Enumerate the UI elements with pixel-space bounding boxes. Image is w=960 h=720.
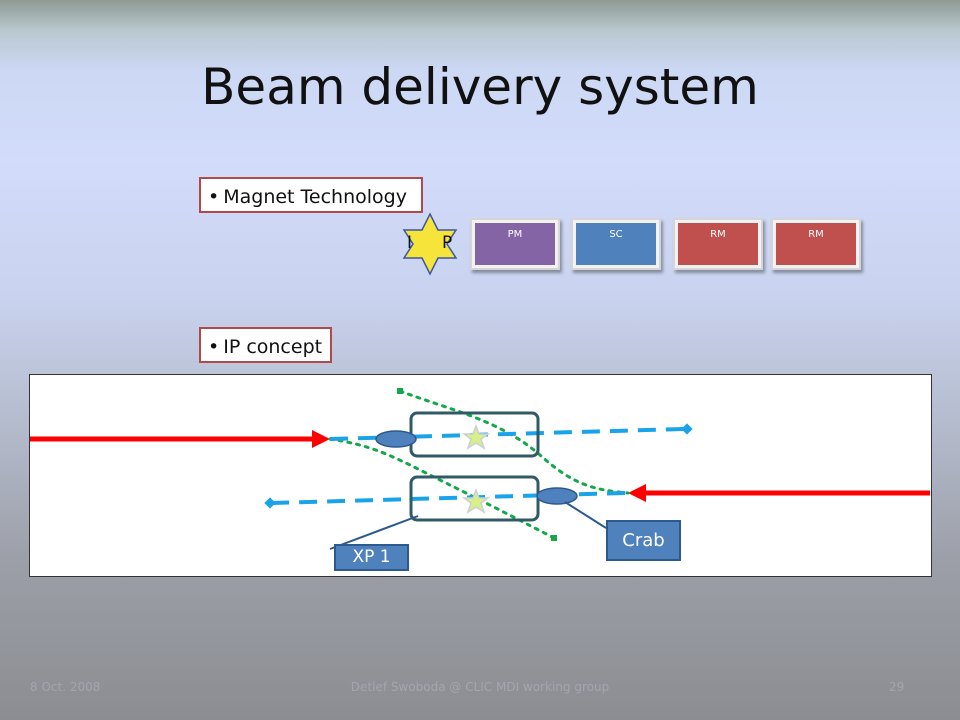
incoming-beam-left-arrowhead (312, 430, 330, 448)
slide-title: Beam delivery system (201, 58, 759, 116)
ip-star-marker: I P (398, 212, 462, 276)
bullet-dot: • (208, 186, 220, 208)
magnet-pm-label: PM (507, 229, 523, 240)
xp-callout-connector (329, 515, 419, 550)
bullet-dot: • (208, 336, 220, 358)
collision-star-upper (461, 423, 491, 450)
magnet-rm-1-label: RM (710, 229, 726, 240)
collision-star-lower (461, 487, 491, 514)
magnet-technology-bullet: •Magnet Technology (199, 177, 423, 213)
magnet-sc: SC (571, 218, 661, 270)
crab-callout-connector (564, 501, 607, 529)
magnet-pm-body: PM (475, 223, 555, 265)
footer-date: 8 Oct. 2008 (30, 680, 101, 694)
crab-label: Crab (606, 520, 681, 561)
crab-cavity-right (536, 487, 578, 505)
magnet-sc-body: SC (576, 223, 656, 265)
magnet-rm-2: RM (771, 218, 861, 270)
xp1-label: XP 1 (334, 544, 409, 571)
ip-concept-bullet: •IP concept (199, 327, 332, 363)
dotted-trajectory-lower (328, 437, 556, 540)
dotted-trajectory-upper-end (397, 388, 403, 394)
magnet-pm: PM (470, 218, 560, 270)
dotted-trajectory-upper (398, 389, 630, 495)
ip-star-icon (402, 212, 458, 276)
magnet-technology-label: Magnet Technology (223, 186, 407, 208)
incoming-beam-right-arrowhead (628, 484, 646, 502)
crab-cavity-left (375, 430, 417, 448)
footer-presenter: Detlef Swoboda @ CLIC MDI working group (350, 680, 610, 694)
magnet-rm-2-label: RM (808, 229, 824, 240)
ip-concept-label: IP concept (223, 336, 323, 358)
magnet-rm-1-body: RM (678, 223, 758, 265)
ip-letter-p: P (442, 233, 453, 253)
magnet-sc-label: SC (609, 229, 623, 240)
dotted-trajectory-lower-end (551, 535, 557, 541)
footer-page-number: 29 (889, 680, 905, 694)
ip-letter-i: I (407, 233, 413, 253)
magnet-rm-1: RM (673, 218, 763, 270)
magnet-rm-2-body: RM (776, 223, 856, 265)
dashed-trajectory-lower-end (264, 497, 276, 509)
dashed-trajectory-upper-end (681, 423, 693, 435)
